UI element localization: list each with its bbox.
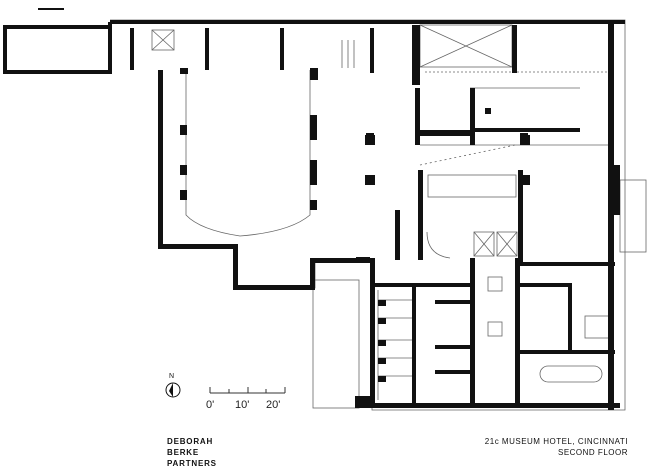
firm-line: BERKE [167,448,200,457]
floor-name: SECOND FLOOR [557,448,628,457]
firm-line: PARTNERS [167,459,217,468]
firm-name: DEBORAH BERKE PARTNERS [167,436,217,469]
project-name: 21c MUSEUM HOTEL, CINCINNATI [484,437,628,446]
firm-line: DEBORAH [167,437,214,446]
scale-bar [209,387,286,394]
north-label: N [169,373,175,380]
plan-caption: 21c MUSEUM HOTEL, CINCINNATI SECOND FLOO… [485,436,628,458]
scale-label-0: 0' [206,399,215,411]
north-arrow-icon [165,382,181,398]
plan-columns [366,108,528,183]
plan-walls [3,8,625,410]
scale-label-20: 20' [266,399,281,411]
scale-label-10: 10' [235,399,250,411]
